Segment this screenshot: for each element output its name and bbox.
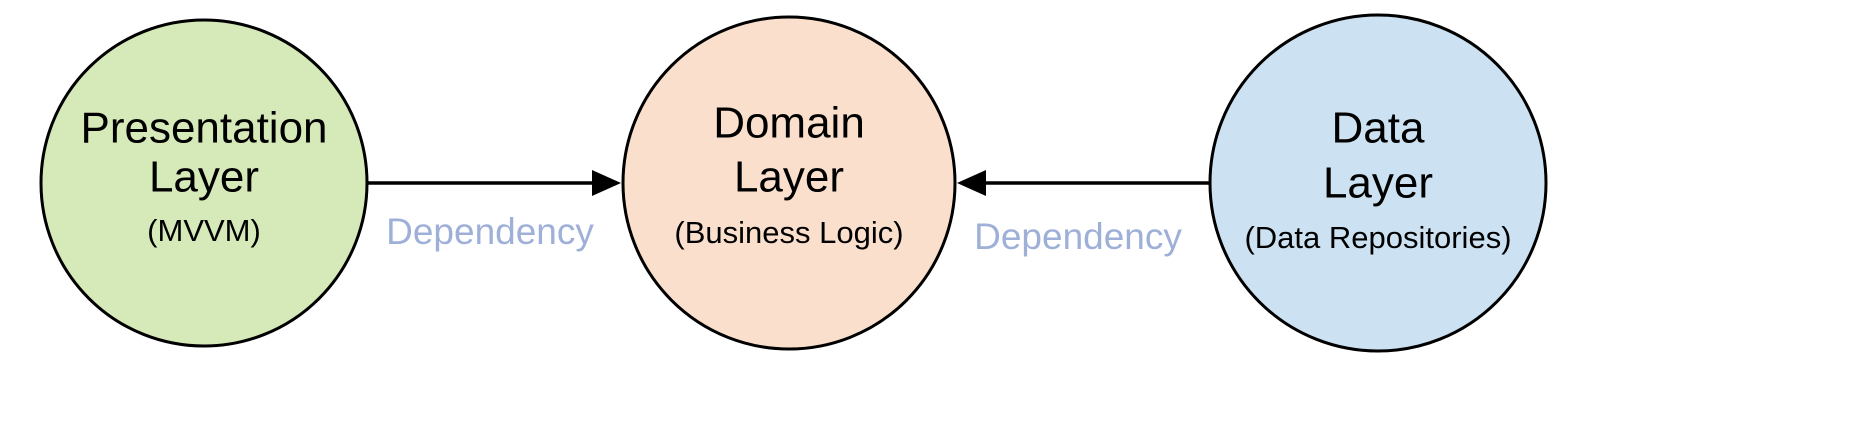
node-domain-layer-shape[interactable] (621, 15, 957, 351)
node-domain-layer[interactable]: Domain Layer (Business Logic) (621, 15, 957, 351)
edge-data-to-domain (957, 170, 1209, 196)
node-data-layer-title-line2: Layer (1323, 159, 1433, 208)
node-presentation-layer-title-line1: Presentation (80, 104, 327, 153)
node-data-layer-shape[interactable] (1208, 13, 1548, 353)
node-presentation-layer-shape[interactable] (39, 18, 369, 348)
arrowhead-right-icon (592, 170, 621, 196)
edge-label-presentation-to-domain: Dependency (386, 211, 594, 252)
node-data-layer[interactable]: Data Layer (Data Repositories) (1208, 13, 1548, 353)
arrowhead-left-icon (957, 170, 986, 196)
node-domain-layer-title-line1: Domain (713, 99, 865, 148)
node-data-layer-subtitle: (Data Repositories) (1244, 220, 1511, 255)
edge-presentation-to-domain (368, 170, 621, 196)
node-presentation-layer-title-line2: Layer (149, 153, 259, 202)
edge-label-data-to-domain: Dependency (974, 216, 1182, 257)
node-presentation-layer-subtitle: (MVVM) (147, 213, 261, 248)
node-domain-layer-subtitle: (Business Logic) (674, 215, 903, 250)
node-presentation-layer[interactable]: Presentation Layer (MVVM) (39, 18, 369, 348)
node-data-layer-title-line1: Data (1332, 104, 1425, 153)
node-domain-layer-title-line2: Layer (734, 153, 844, 202)
